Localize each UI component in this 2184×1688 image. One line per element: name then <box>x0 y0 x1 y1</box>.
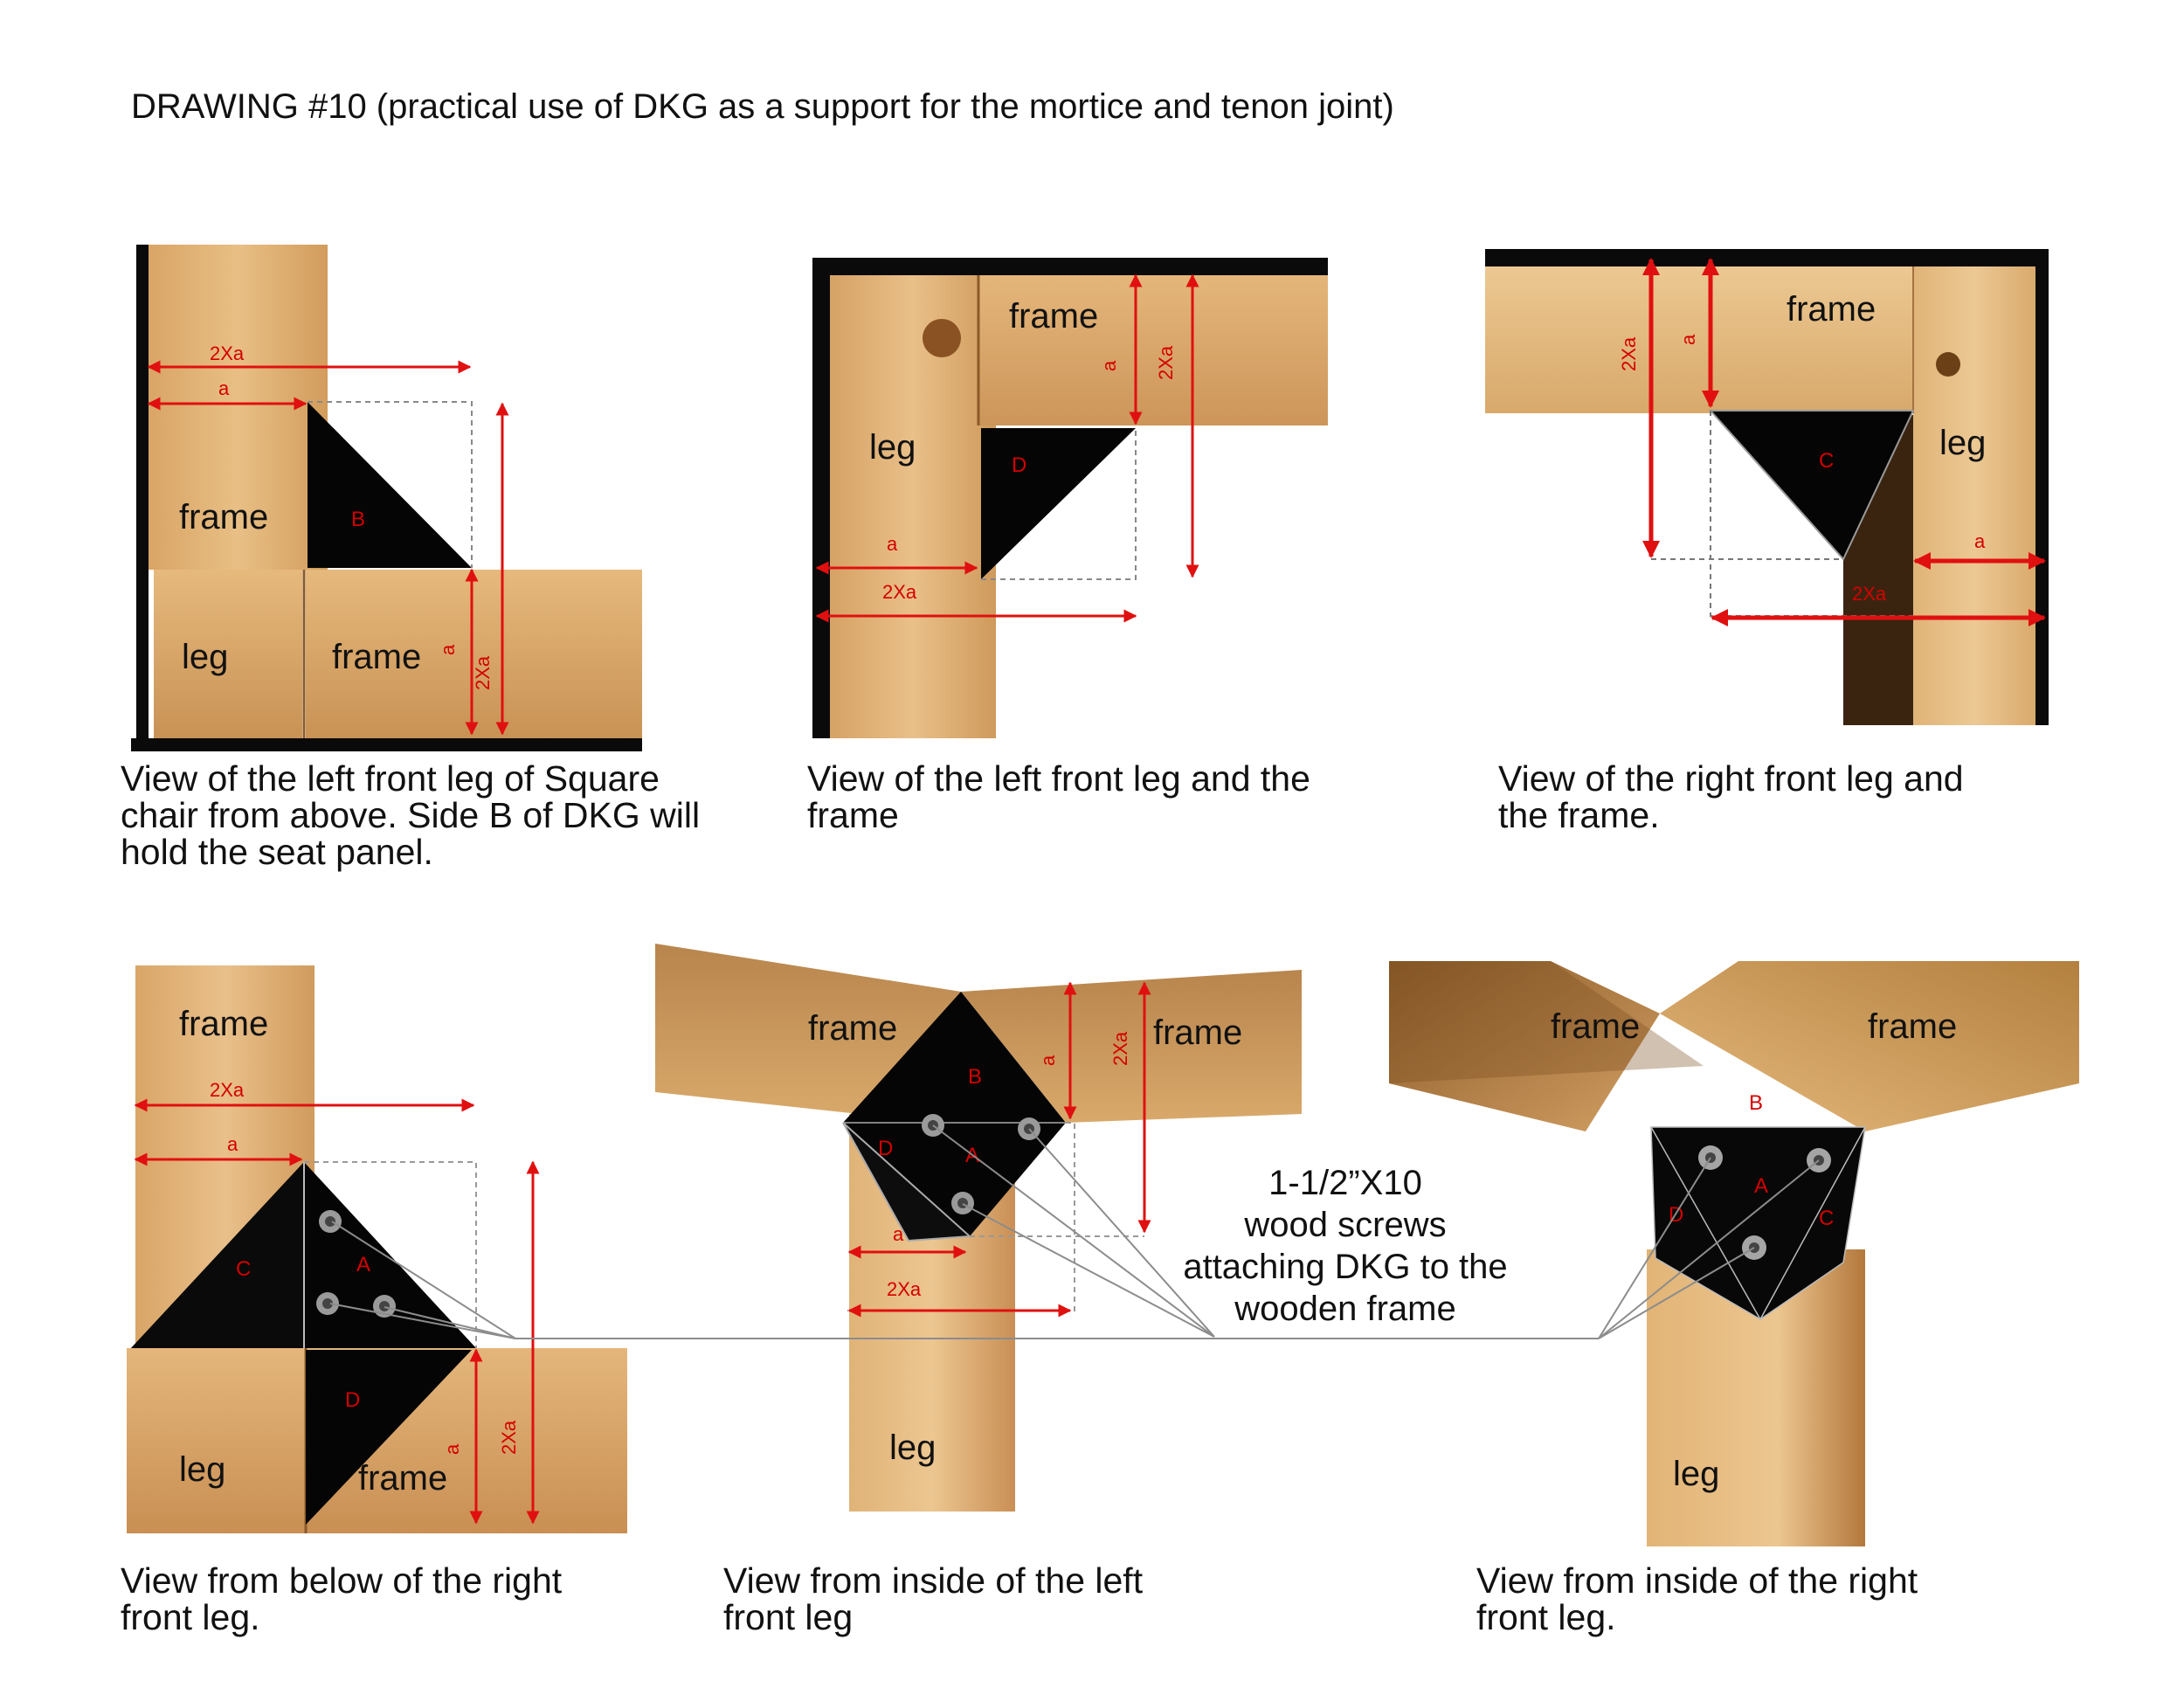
leg-label: leg <box>182 638 228 676</box>
dkg-plate-d <box>306 1350 472 1525</box>
dim-a: a <box>887 533 898 555</box>
side-b-label: B <box>1749 1091 1763 1115</box>
frame-label: frame <box>1551 1007 1640 1046</box>
panel-inside-left-leg: a 2Xa a 2Xa B A D frame frame leg <box>655 944 1310 1512</box>
panel-4-figure: 2Xa a a 2Xa C A D frame leg frame <box>127 965 627 1533</box>
side-c-label: C <box>236 1257 251 1281</box>
dim-a-vertical: a <box>1098 360 1120 371</box>
dim-2xa-vertical: 2Xa <box>1155 345 1177 380</box>
frame-right <box>961 970 1302 1123</box>
dim-a: a <box>1974 530 1986 552</box>
dkg-plate-d <box>981 428 1136 579</box>
side-d-label: D <box>345 1388 360 1412</box>
screws-note-line-2: wood screws <box>1244 1206 1447 1244</box>
dim-2xa: 2Xa <box>887 1278 922 1300</box>
frame-right <box>1660 961 2079 1131</box>
dowel-plug <box>1936 352 1960 377</box>
panel-6-figure: B A C D frame frame leg <box>1389 961 2079 1546</box>
screw-icon <box>319 1210 342 1233</box>
side-a-label: A <box>356 1253 370 1276</box>
screws-note-line-3: attaching DKG to the <box>1183 1248 1508 1286</box>
dim-a-vertical: a <box>437 644 459 655</box>
leg-label: leg <box>869 428 916 467</box>
screws-note: 1-1/2”X10 wood screws attaching DKG to t… <box>1171 1162 1520 1330</box>
frame-left <box>655 944 961 1118</box>
dim-2xa-vertical: 2Xa <box>1618 336 1640 371</box>
leg-label: leg <box>179 1450 225 1489</box>
leg-label: leg <box>1673 1455 1719 1493</box>
side-d-label: D <box>1012 453 1026 477</box>
frame-label: frame <box>179 1005 268 1043</box>
leg-vertical <box>830 275 996 738</box>
panel-below-right-leg: 2Xa a a 2Xa C A D frame leg frame <box>122 965 646 1533</box>
dkg-plate <box>843 992 1066 1236</box>
drawing-title: DRAWING #10 (practical use of DKG as a s… <box>131 87 1394 126</box>
frame-horizontal <box>978 275 1328 425</box>
dowel-plug <box>923 319 961 357</box>
leg-block <box>154 570 302 738</box>
side-c-label: C <box>1819 1207 1834 1230</box>
side-c-label: C <box>1819 449 1834 473</box>
leg-label: leg <box>889 1429 936 1467</box>
dim-2xa: 2Xa <box>1852 583 1887 605</box>
frame-label: frame <box>1787 290 1876 329</box>
caption-panel-6: View from inside of the right front leg. <box>1476 1560 1918 1637</box>
dim-a: a <box>893 1223 904 1245</box>
frame-left <box>1389 961 1660 1131</box>
frame-label-2: frame <box>1153 1013 1242 1052</box>
side-a-label: A <box>1754 1174 1768 1198</box>
leg-block <box>127 1348 308 1533</box>
side-d-label: D <box>878 1137 893 1160</box>
dim-2xa-vertical: 2Xa <box>472 655 494 690</box>
panel-left-leg-above: 2Xa a a 2Xa B frame leg frame <box>131 245 655 751</box>
dim-a-vertical: a <box>1037 1055 1059 1066</box>
caption-panel-3: View of the right front leg and the fram… <box>1498 758 1964 835</box>
panel-2-figure: a 2Xa a 2Xa D frame leg <box>812 258 1328 738</box>
caption-panel-1: View of the left front leg of Square cha… <box>121 758 701 872</box>
caption-panel-4: View from below of the right front leg. <box>121 1560 563 1637</box>
frame-label-2: frame <box>332 638 421 676</box>
screw-icon <box>316 1292 339 1315</box>
dim-2xa: 2Xa <box>210 1079 245 1101</box>
dim-2xa-vertical: 2Xa <box>498 1420 520 1455</box>
frame-label-2: frame <box>358 1459 447 1498</box>
dim-a: a <box>218 377 230 399</box>
dkg-plate <box>1650 1126 1866 1320</box>
dim-a: a <box>227 1133 238 1155</box>
frame-label: frame <box>1009 297 1098 336</box>
dim-2xa: 2Xa <box>210 342 245 364</box>
screws-note-line-4: wooden frame <box>1234 1290 1456 1328</box>
caption-panel-5: View from inside of the left front leg <box>723 1560 1144 1637</box>
dim-a-vertical: a <box>1677 334 1699 345</box>
frame-label-2: frame <box>1868 1007 1957 1046</box>
panel-3-figure: 2Xa a a 2Xa C frame leg <box>1485 249 2049 725</box>
frame-label: frame <box>808 1009 897 1048</box>
side-b-label: B <box>968 1065 982 1089</box>
dim-2xa: 2Xa <box>882 581 917 603</box>
dim-2xa-vertical: 2Xa <box>1109 1031 1131 1066</box>
frame-label: frame <box>179 498 268 536</box>
dkg-plate-c <box>1708 410 1915 561</box>
edge-shadow-bottom <box>131 738 642 751</box>
panel-inside-right-leg: B A C D frame frame leg <box>1389 961 2079 1546</box>
leg-vertical <box>1913 266 2035 725</box>
panel-1-figure: 2Xa a a 2Xa B frame leg frame <box>131 245 642 751</box>
panel-left-leg-frame: a 2Xa a 2Xa D frame leg <box>812 258 1328 743</box>
leg-label: leg <box>1939 424 1986 462</box>
edge-shadow <box>136 245 149 747</box>
dkg-plate-b <box>308 402 472 568</box>
side-b-label: B <box>351 508 365 531</box>
panel-5-figure: a 2Xa a 2Xa B A D frame frame leg <box>655 944 1302 1512</box>
screws-note-line-1: 1-1/2”X10 <box>1268 1164 1422 1202</box>
dim-a-vertical: a <box>441 1443 463 1455</box>
caption-panel-2: View of the left front leg and the frame <box>807 758 1310 835</box>
panel-right-leg-frame: 2Xa a a 2Xa C frame leg <box>1485 249 2053 730</box>
